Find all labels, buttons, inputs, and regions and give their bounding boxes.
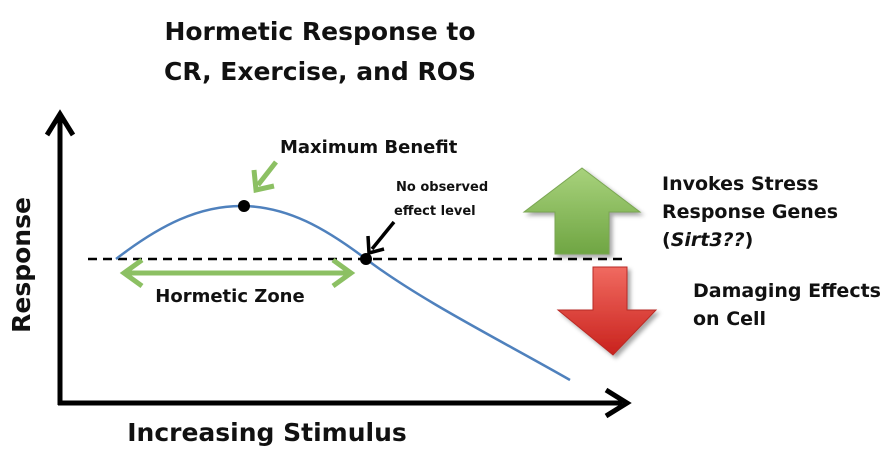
noel-pointer-icon: [366, 220, 396, 256]
hormetic-zone-double-arrow-icon: [119, 257, 356, 289]
noel-label-line-1: No observed: [396, 180, 488, 195]
stress-label-line-2: Response Genes: [662, 201, 838, 223]
y-axis-arrowhead-icon: [44, 109, 76, 137]
stress-open-paren: (: [662, 229, 671, 251]
maximum-benefit-point: [238, 200, 250, 212]
maximum-benefit-pointer-icon: [251, 160, 278, 194]
x-axis-arrowhead-icon: [604, 387, 632, 419]
x-axis-title: Increasing Stimulus: [127, 418, 407, 447]
sirt3-gene-label: Sirt3??: [671, 229, 745, 251]
maximum-benefit-label: Maximum Benefit: [280, 137, 458, 158]
axes: [44, 109, 632, 419]
red-down-arrow-icon: [556, 266, 658, 356]
title-line-1: Hormetic Response to: [164, 17, 475, 46]
hormetic-zone-label: Hormetic Zone: [155, 286, 304, 307]
stress-label-line-3: (Sirt3??): [662, 229, 753, 251]
stress-close-paren: ): [745, 229, 754, 251]
hormetic-curve: [115, 204, 571, 382]
green-up-arrow-icon: [522, 167, 642, 255]
noel-label-line-2: effect level: [394, 204, 476, 219]
stress-label-line-1: Invokes Stress: [662, 173, 819, 195]
y-axis-title: Response: [7, 197, 36, 333]
damage-label-line-1: Damaging Effects: [693, 280, 881, 302]
noel-point: [360, 253, 372, 265]
damage-label-line-2: on Cell: [693, 308, 766, 330]
title-line-2: CR, Exercise, and ROS: [164, 57, 476, 86]
